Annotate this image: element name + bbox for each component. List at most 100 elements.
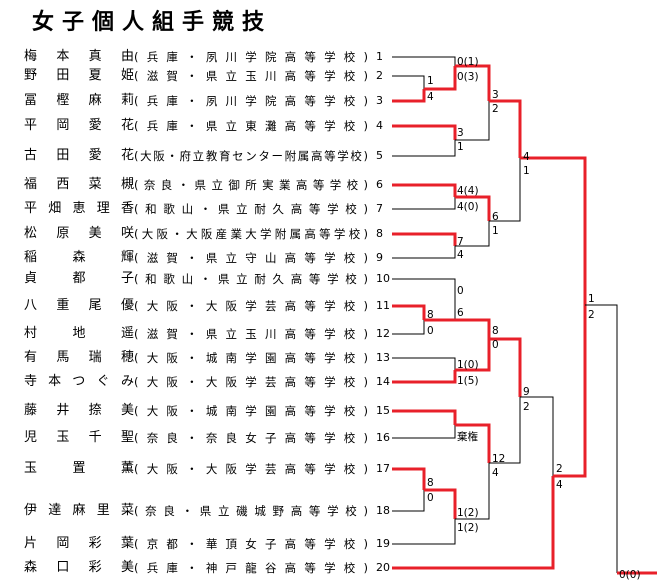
player-school: (大阪・城南学園高等学校) — [134, 351, 368, 365]
match-score: 0 — [427, 492, 434, 504]
bracket-line — [392, 425, 456, 439]
match-score: 0 — [427, 325, 434, 337]
player-seed: 9 — [376, 251, 383, 264]
bracket-line — [392, 75, 425, 89]
match-score: 4 — [523, 151, 530, 163]
bracket-line — [392, 56, 456, 66]
bracket-winner-line — [455, 195, 491, 221]
player-school: (大阪・城南学園高等学校) — [134, 404, 368, 418]
bracket-line — [455, 221, 490, 247]
match-score: 4 — [492, 467, 499, 479]
player-seed: 8 — [376, 227, 383, 240]
player-name: 玉置薫 — [24, 461, 134, 476]
bracket-winner-line — [392, 304, 426, 320]
match-score: 4(0) — [457, 201, 479, 213]
player-seed: 11 — [376, 299, 390, 312]
player-school: (奈良・県立御所実業高等学校) — [134, 178, 368, 192]
player-seed: 6 — [376, 178, 383, 191]
bracket-winner-line — [392, 183, 457, 197]
match-score: 2 — [588, 309, 595, 321]
player-school: (京都・華頂女子高等学校) — [134, 537, 368, 551]
player-seed: 16 — [376, 431, 390, 444]
player-name: 八重尾優 — [24, 298, 134, 313]
bracket-winner-line — [392, 409, 457, 425]
match-score: 3 — [457, 127, 464, 139]
bracket-winner-line — [553, 305, 587, 478]
bracket-winner-line — [392, 370, 457, 384]
bracket-line — [520, 396, 554, 476]
bracket-line — [392, 519, 456, 545]
bracket-line — [455, 463, 490, 520]
match-score: 1(0) — [457, 359, 479, 371]
player-school: (和歌山・県立耐久高等学校) — [134, 272, 368, 286]
bracket-winner-line — [392, 467, 426, 490]
bracket-line — [585, 304, 618, 573]
bracket-winner-line — [489, 99, 522, 158]
player-school: (大阪・大阪学芸高等学校) — [134, 462, 368, 476]
player-seed: 15 — [376, 404, 390, 417]
match-score: 1 — [457, 141, 464, 153]
match-score: 1 — [427, 75, 434, 87]
bracket-line — [455, 101, 490, 141]
player-seed: 18 — [376, 504, 390, 517]
match-score: 8 — [427, 477, 434, 489]
bracket-winner-line — [455, 318, 491, 339]
player-school: (奈良・奈良女子高等学校) — [134, 431, 368, 445]
player-school: (奈良・県立磯城野高等学校) — [134, 504, 368, 518]
player-name: 梅本真由 — [24, 49, 134, 64]
match-score: 4 — [457, 249, 464, 261]
player-school: (大阪・府立教育センター附属高等学校) — [134, 149, 368, 163]
match-score: 6 — [457, 307, 464, 319]
player-name: 松原美咲 — [24, 226, 134, 241]
player-name: 伊達麻里菜 — [24, 503, 134, 518]
player-name: 有馬瑞穂 — [24, 350, 134, 365]
match-score: 0(1) — [457, 56, 479, 68]
match-score: 12 — [492, 453, 505, 465]
bracket-winner-line — [392, 124, 457, 140]
bracket-line — [392, 278, 456, 320]
bracket-line — [489, 158, 521, 222]
player-name: 古田愛花 — [24, 148, 134, 163]
player-seed: 1 — [376, 50, 383, 63]
player-seed: 10 — [376, 272, 390, 285]
match-score: 8 — [492, 325, 499, 337]
bracket-winner-line — [455, 339, 491, 372]
player-seed: 12 — [376, 327, 390, 340]
player-school: (兵庫・神戸龍谷高等学校) — [134, 561, 368, 575]
bracket-line — [392, 246, 456, 259]
player-name: 村地遥 — [24, 326, 134, 341]
bracket-line — [392, 490, 425, 512]
match-score: 8 — [427, 309, 434, 321]
match-score: 0(0) — [619, 569, 641, 581]
bracket-winner-line — [455, 423, 491, 463]
bracket-winner-line — [392, 476, 555, 570]
player-name: 貞都子 — [24, 271, 134, 286]
bracket-winner-line — [392, 89, 426, 103]
bracket-line — [392, 140, 456, 157]
player-name: 野田夏姫 — [24, 68, 134, 83]
match-score: 1 — [523, 165, 530, 177]
player-name: 福西菜槻 — [24, 177, 134, 192]
match-score: 0 — [457, 285, 464, 297]
player-name: 稲森輝 — [24, 250, 134, 265]
match-score: 0 — [492, 339, 499, 351]
match-score: 3 — [492, 89, 499, 101]
match-score: 1(5) — [457, 375, 479, 387]
bracket-line — [392, 197, 456, 210]
player-school: (滋賀・県立玉川高等学校) — [134, 327, 368, 341]
player-name: 森口彩美 — [24, 560, 134, 575]
player-seed: 5 — [376, 149, 383, 162]
player-seed: 14 — [376, 375, 390, 388]
player-name: 藤井捺美 — [24, 403, 134, 418]
player-seed: 19 — [376, 537, 390, 550]
match-score: 1(2) — [457, 507, 479, 519]
page-title: 女子個人組手競技 — [32, 10, 273, 35]
match-score: 2 — [556, 463, 563, 475]
player-seed: 4 — [376, 119, 383, 132]
player-school: (大阪・大阪学芸高等学校) — [134, 375, 368, 389]
bracket-line — [392, 320, 425, 335]
bracket-winner-line — [455, 64, 491, 101]
bracket-line — [489, 397, 521, 464]
player-name: 冨樫麻莉 — [24, 93, 134, 108]
